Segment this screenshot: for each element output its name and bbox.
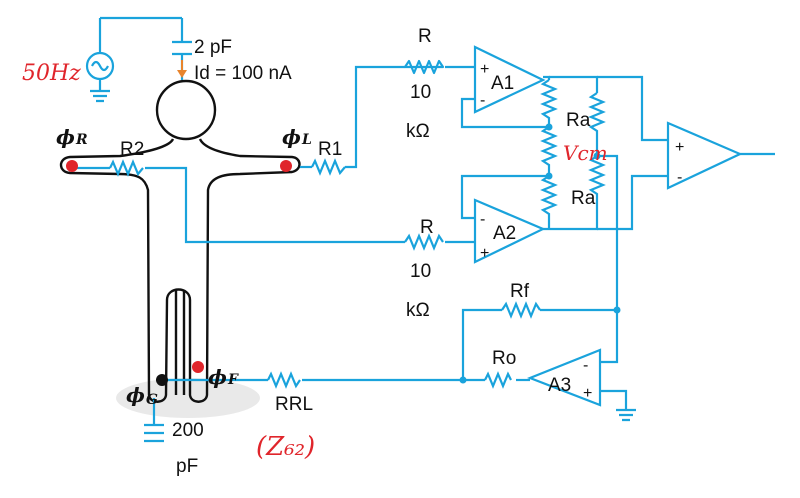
a1-to-ra-wire	[549, 75, 599, 93]
label-r2: R2	[120, 139, 144, 160]
label-ra-top: Ra	[566, 110, 591, 131]
resistor-ro	[484, 371, 512, 389]
sine-wave-icon	[91, 60, 109, 72]
vcm-wire	[597, 154, 619, 310]
ac-source	[85, 51, 115, 81]
current-arrow-icon	[177, 70, 187, 78]
source-ground-symbol	[90, 89, 110, 103]
grounds	[90, 89, 636, 443]
electrode-ground	[156, 374, 168, 386]
label-phi-f: ϕ	[208, 365, 227, 389]
label-r-bottom-unit: kΩ	[406, 300, 430, 321]
resistors	[109, 59, 606, 389]
a3-plus-ground-wire	[600, 389, 628, 410]
resistor-ra-top	[588, 92, 606, 156]
body-silhouette	[59, 138, 301, 403]
a1-feedback-wire	[460, 97, 549, 129]
annotation-z-note: (Z₆₂)	[256, 432, 315, 462]
label-rf: Rf	[510, 281, 530, 302]
label-current: Id = 100 nA	[194, 63, 292, 84]
opamp-a3	[526, 348, 602, 407]
label-cap-top: 2 pF	[194, 37, 232, 58]
label-r-bottom-value: 10	[410, 261, 431, 282]
junction-rf	[613, 306, 621, 314]
label-phi-l-sub: L	[301, 132, 312, 148]
opamp-a4	[666, 121, 743, 190]
label-a2-plus: +	[480, 245, 489, 262]
label-ro: Ro	[492, 348, 516, 369]
rf-left-wire	[461, 308, 502, 380]
opamp-a2	[473, 198, 546, 264]
resistor-a2-gain	[540, 175, 558, 229]
label-a2: A2	[493, 223, 516, 244]
opamp-a1	[473, 45, 546, 114]
resistor-r-bottom	[404, 233, 444, 251]
electrodes	[66, 160, 292, 386]
a2-to-a4-wire	[597, 174, 668, 231]
label-phi-r: ϕ	[56, 125, 75, 149]
a3-ground-symbol	[616, 408, 636, 422]
op-amps	[473, 45, 743, 407]
label-a2-minus: -	[480, 211, 485, 228]
label-phi-r-sub: R	[75, 132, 88, 148]
a2-to-ra-wire	[543, 214, 599, 231]
a1-to-a4-wire	[597, 75, 668, 142]
label-r-top-unit: kΩ	[406, 121, 430, 142]
label-phi-l: ϕ	[282, 125, 301, 149]
r1-to-r-top-wire	[345, 65, 405, 169]
label-a3-minus: -	[583, 357, 588, 374]
resistor-r1	[311, 158, 346, 176]
label-a4-plus: +	[675, 139, 684, 156]
label-phi-g: ϕ	[126, 383, 145, 407]
label-rrl: RRL	[275, 394, 313, 415]
label-a3: A3	[548, 375, 571, 396]
capacitors	[144, 40, 192, 435]
label-r-bottom: R	[420, 217, 434, 238]
electrode-left-arm	[280, 160, 292, 172]
label-cap-bottom-unit: pF	[176, 456, 198, 477]
label-a3-plus: +	[583, 385, 592, 402]
labels: 2 pF Id = 100 nA R 10 kΩ A1 + - Ra Ra A2…	[56, 26, 684, 477]
vcm-to-a3-wire	[600, 310, 619, 364]
label-a1: A1	[491, 73, 514, 94]
wiring	[75, 16, 775, 425]
label-r1: R1	[318, 139, 342, 160]
ground-shadow	[116, 378, 260, 418]
resistor-ra-bottom	[588, 155, 606, 214]
electrode-right-arm	[66, 160, 78, 172]
human-body-outline	[59, 79, 301, 418]
handwritten-annotations: 50Hz Vcm (Z₆₂)	[22, 61, 608, 462]
label-phi-f-sub: F	[227, 372, 239, 388]
r2-to-r-bottom-wire	[145, 166, 405, 244]
resistor-gain-middle	[540, 126, 558, 176]
label-phi-g-sub: G	[146, 392, 158, 408]
junction-ro	[459, 376, 467, 384]
annotation-vcm: Vcm	[563, 141, 608, 165]
label-r-top: R	[418, 26, 432, 47]
resistor-a1-gain	[540, 79, 558, 127]
annotation-50hz: 50Hz	[22, 61, 81, 86]
electrode-foot	[192, 361, 204, 373]
resistor-rf	[501, 301, 541, 319]
label-a1-minus: -	[480, 92, 485, 109]
label-cap-bottom: 200	[172, 420, 204, 441]
resistor-rrl	[267, 371, 301, 389]
resistor-r2	[109, 159, 144, 177]
label-r-top-value: 10	[410, 82, 431, 103]
label-a1-plus: +	[480, 61, 489, 78]
resistor-r-top	[403, 59, 445, 75]
head	[155, 79, 217, 141]
ac-source-circle	[85, 51, 115, 81]
label-a4-minus: -	[677, 169, 682, 186]
label-ra-bottom: Ra	[571, 188, 596, 209]
a2-feedback-wire	[460, 174, 549, 220]
